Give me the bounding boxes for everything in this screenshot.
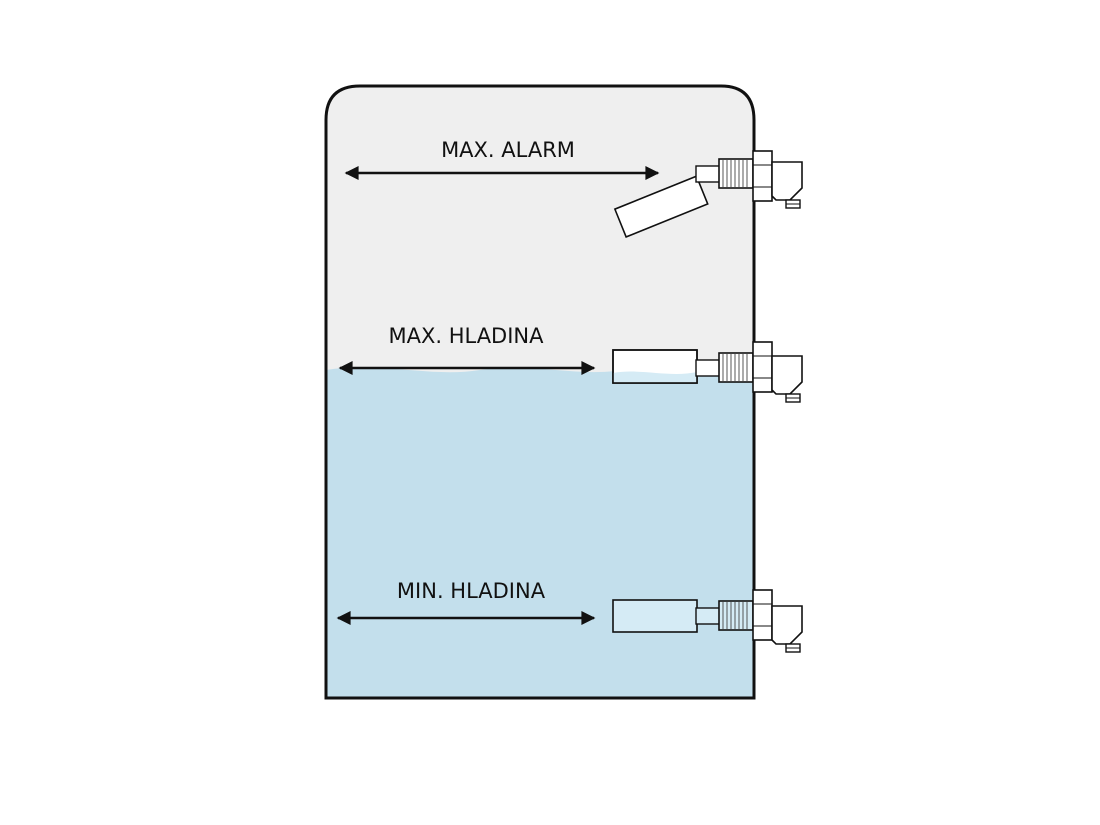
tank-liquid [326, 367, 754, 698]
min-level-label: MIN. HLADINA [397, 579, 546, 603]
max-alarm-switch-icon [613, 150, 803, 238]
level-arrows [336, 166, 660, 625]
max-level-switch-icon [612, 341, 803, 403]
min-level-switch-icon [612, 589, 803, 653]
tank-outline [324, 84, 756, 700]
max-alarm-float [613, 175, 709, 238]
min-level-float [612, 599, 698, 633]
max-level-label: MAX. HLADINA [389, 324, 545, 348]
max-alarm-label: MAX. ALARM [441, 138, 575, 162]
